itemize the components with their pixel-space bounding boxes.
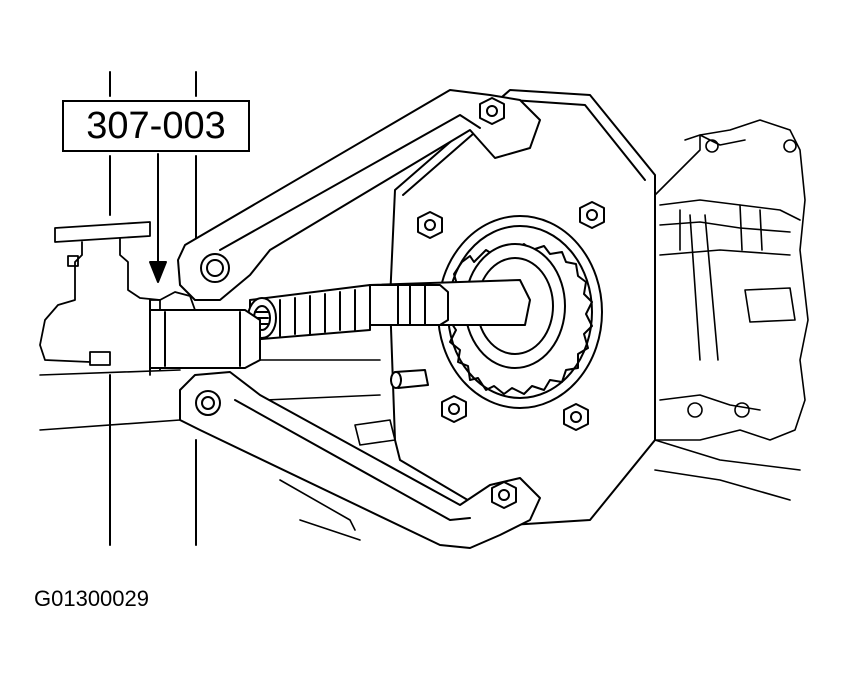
clamp-block (149, 299, 261, 371)
figure-id: G01300029 (34, 586, 149, 611)
arrow-head (149, 261, 167, 283)
bolt-icon (441, 395, 467, 423)
lower-arm (179, 371, 541, 549)
bolts (417, 97, 605, 509)
locating-pin (390, 369, 429, 389)
tool-number-callout: 307-003 (62, 100, 250, 152)
upper-arm (177, 89, 541, 301)
tool-number-label: 307-003 (86, 104, 226, 147)
transmission-housing (654, 119, 809, 501)
leader-lines (109, 71, 197, 546)
lower-housing-lines (39, 359, 396, 541)
bolt-icon (563, 403, 589, 431)
bolt-icon (479, 97, 505, 125)
bolt-icon (417, 211, 443, 239)
bolt-icon (491, 481, 517, 509)
bolt-icon (579, 201, 605, 229)
